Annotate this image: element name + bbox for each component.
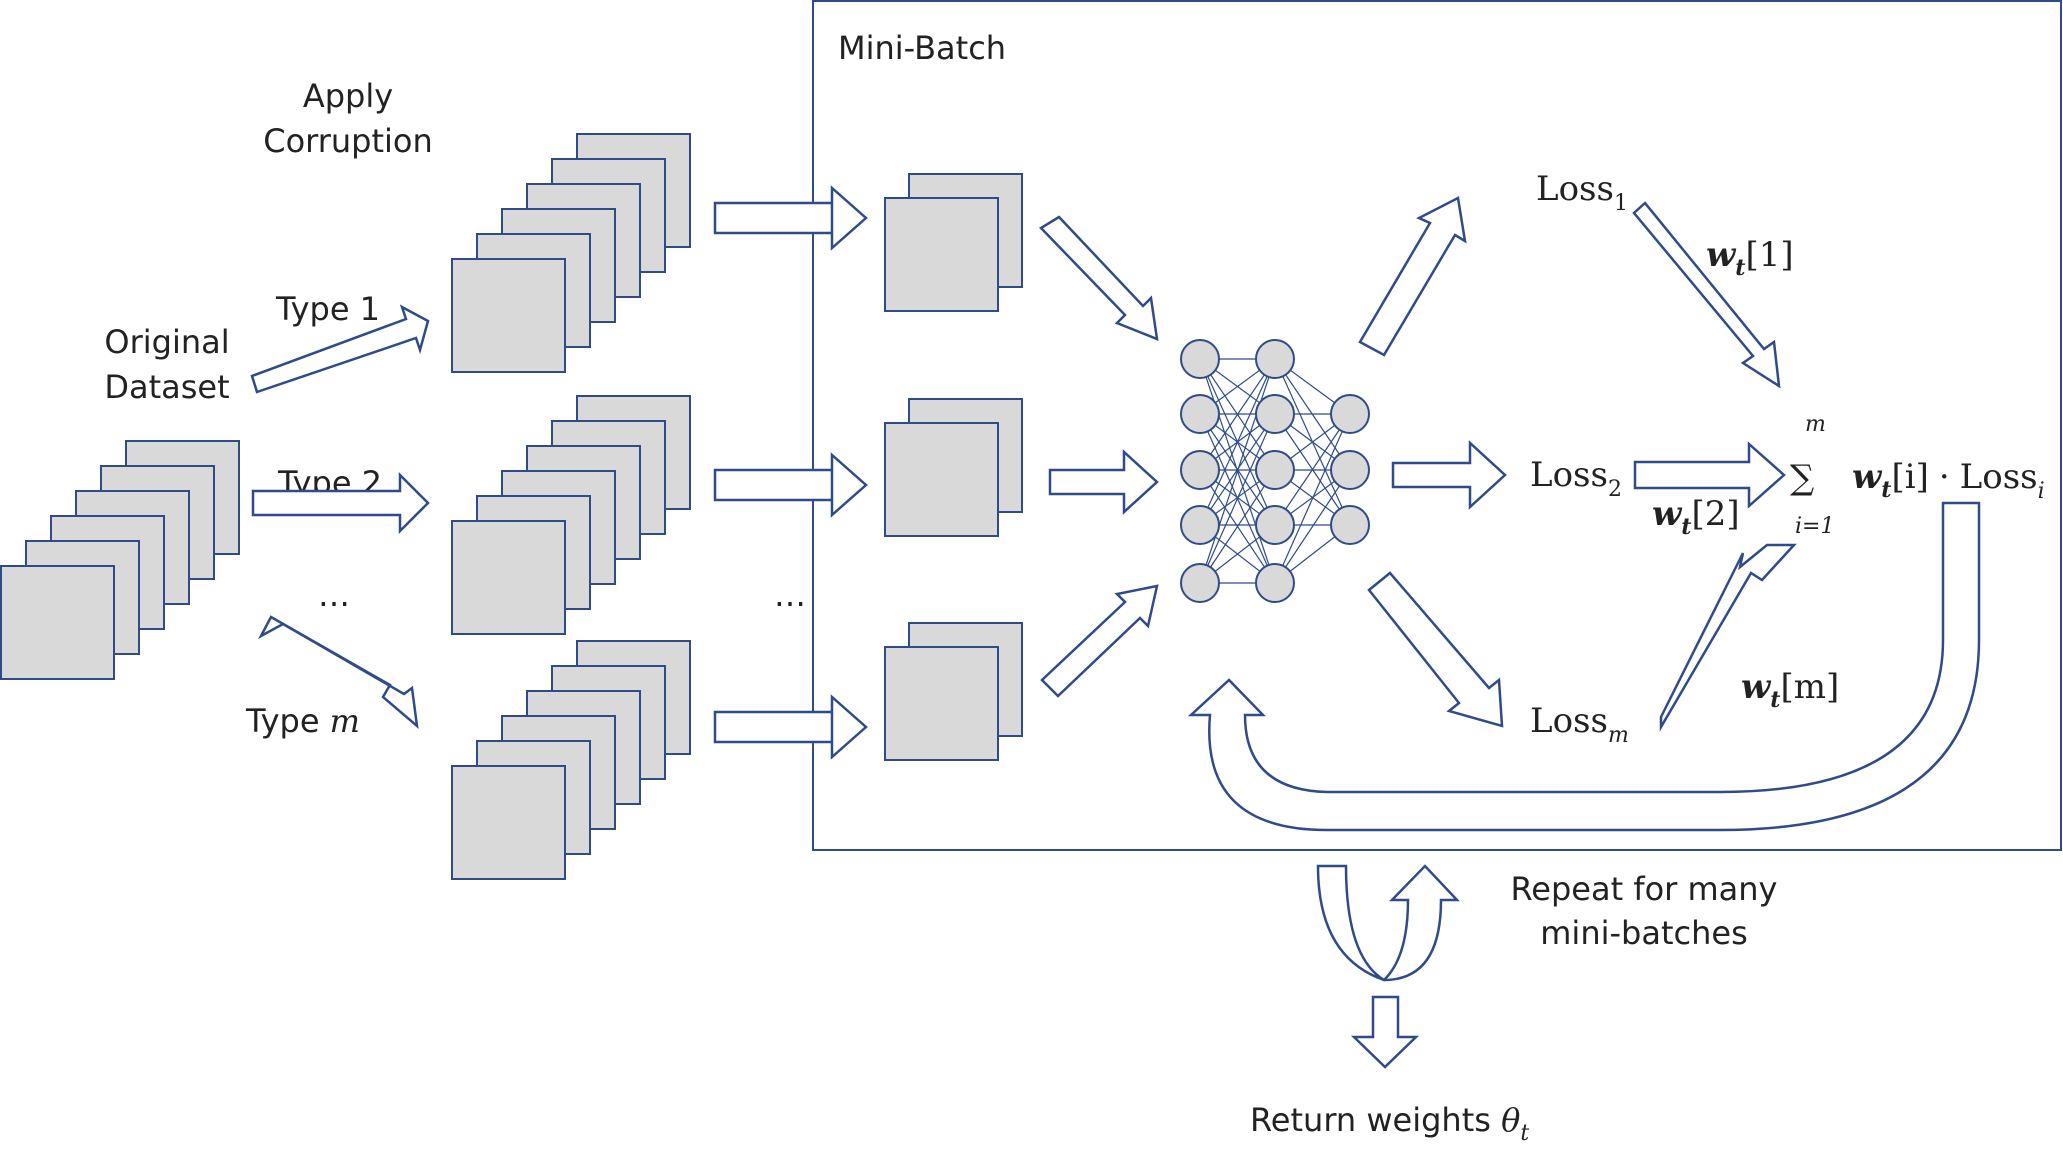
ellipsis-types: … (318, 576, 350, 614)
network-edge (1199, 358, 1276, 526)
loss-m-label: Lossm (1530, 701, 1629, 748)
network-edge (1274, 469, 1351, 584)
network-node (1255, 563, 1295, 603)
apply-corruption-label-line2: Corruption (263, 122, 433, 160)
network-edge (1199, 358, 1276, 471)
sum-body: wt[i]·Lossi (1852, 457, 2045, 504)
network-node (1180, 505, 1220, 545)
stack-2-to-batch-arrow (713, 452, 868, 518)
loss-1-label: Loss1 (1536, 169, 1628, 216)
network-node (1255, 339, 1295, 379)
mini-batch-label: Mini-Batch (838, 29, 1006, 67)
repeat-label-line1: Repeat for many (1511, 870, 1778, 908)
sum-lower-limit: i=1 (1795, 514, 1834, 539)
network-to-loss-1-arrow (1358, 196, 1467, 357)
sum-upper-limit: m (1805, 412, 1826, 437)
mini-batch-sample-m (884, 622, 1023, 761)
batch-2-to-network-arrow (1048, 449, 1159, 515)
neural-network (1180, 339, 1370, 603)
mini-batch-frame (812, 0, 2062, 851)
network-edge (1274, 413, 1351, 584)
original-dataset-stack (0, 440, 240, 680)
network-edge (1274, 413, 1351, 526)
feedback-arrow (1187, 501, 1981, 832)
network-to-loss-2-arrow (1391, 440, 1507, 510)
stack-m-to-batch-arrow (713, 694, 868, 760)
weight-1-label: wt[1] (1706, 235, 1794, 281)
type-m-arrow (257, 615, 419, 730)
type-1-label: Type 1 (275, 290, 380, 328)
network-edge (1199, 358, 1276, 584)
corrupted-stack-type-m (451, 640, 691, 880)
loss-m-to-sum-arrow (1659, 543, 1797, 732)
mini-batch-sample-2 (884, 398, 1023, 537)
repeat-label-line2: mini-batches (1540, 914, 1747, 952)
return-weights-label: Return weights θt (1250, 1101, 1529, 1146)
weighted-sum-formula: m ∑ i=1 wt[i]·Lossi (1790, 412, 2045, 539)
ellipsis-mini-batch: … (774, 576, 806, 614)
repeat-loop-arrow (1316, 864, 1460, 982)
original-dataset-label-line1: Original (104, 323, 229, 361)
loss-1-to-sum-arrow (1632, 201, 1781, 389)
batch-m-to-network-arrow (1040, 584, 1159, 698)
type-2-arrow (251, 471, 430, 535)
network-node (1330, 450, 1370, 490)
original-dataset-label-line2: Dataset (104, 368, 229, 406)
network-node (1180, 563, 1220, 603)
network-edge (1199, 413, 1276, 584)
type-1-arrow (250, 304, 430, 394)
type-m-label: Type m (245, 702, 360, 740)
stack-1-to-batch-arrow (713, 185, 868, 251)
loss-2-to-sum-arrow (1633, 441, 1786, 509)
network-node (1255, 450, 1295, 490)
apply-corruption-label-line1: Apply (303, 77, 393, 115)
sum-sigma: ∑ (1790, 458, 1814, 498)
network-node (1255, 394, 1295, 434)
mini-batch-sample-1 (884, 173, 1023, 312)
network-node (1180, 450, 1220, 490)
network-edge (1199, 469, 1276, 584)
corrupted-stack-type-1 (451, 133, 691, 373)
network-node (1180, 394, 1220, 434)
batch-1-to-network-arrow (1039, 215, 1159, 341)
network-node (1255, 505, 1295, 545)
weight-2-label: wt[2] (1652, 494, 1740, 540)
weight-m-label: wt[m] (1741, 667, 1839, 713)
return-arrow (1350, 995, 1420, 1069)
network-node (1330, 505, 1370, 545)
loss-2-label: Loss2 (1530, 455, 1622, 502)
network-node (1330, 394, 1370, 434)
corrupted-stack-type-2 (451, 395, 691, 635)
network-node (1180, 339, 1220, 379)
network-to-loss-m-arrow (1367, 571, 1504, 728)
